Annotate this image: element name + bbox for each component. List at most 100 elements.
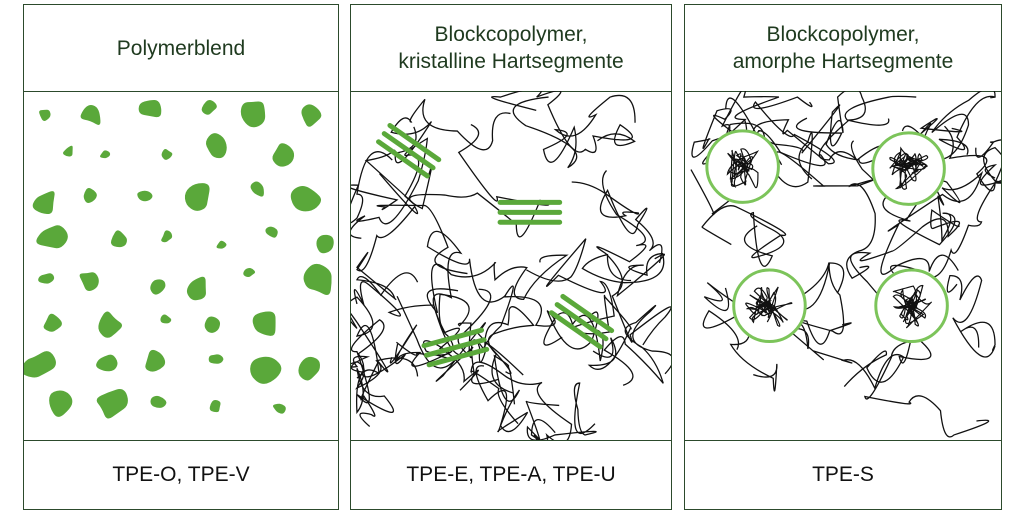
crystalline-hard-segment (548, 293, 615, 350)
green-domain (79, 272, 99, 291)
polymer-chain (581, 252, 665, 298)
polymer-chain (864, 328, 990, 438)
amorphous-hard-domain (874, 268, 949, 344)
green-domain (38, 273, 55, 284)
green-domain (100, 150, 111, 159)
green-domain (301, 104, 322, 127)
green-domain (150, 395, 167, 408)
green-domain (96, 354, 118, 372)
panel-blockcopolymer-amorphous: Blockcopolymer, amorphe Hartsegmente TPE… (684, 4, 1002, 510)
panel-footer-label: TPE-E, TPE-A, TPE-U (406, 463, 616, 486)
polymer-chain (526, 238, 615, 346)
green-domain (298, 356, 320, 381)
amorphous-hard-domain (705, 129, 780, 204)
green-domain (201, 100, 217, 115)
amorphous-hard-domain (871, 131, 946, 206)
crystalline-hard-segment (376, 122, 442, 179)
polymer-chain (975, 139, 1001, 186)
panel-footer-label: TPE-O, TPE-V (112, 463, 250, 486)
green-domain (272, 143, 295, 167)
polymer-chain (491, 91, 636, 153)
polymer-chain (351, 343, 419, 390)
polymer-chain (512, 94, 636, 169)
polymer-chain (701, 205, 787, 267)
crystalline-hard-segment (497, 199, 563, 225)
polymer-chain (396, 288, 492, 359)
green-domain (49, 390, 73, 417)
green-domain (250, 181, 264, 197)
green-domain (250, 356, 282, 384)
panel-header: Polymerblend (24, 5, 338, 92)
green-domain (63, 145, 73, 157)
green-domain (303, 263, 332, 296)
green-domain (272, 403, 286, 414)
green-domain (138, 99, 162, 118)
green-domain (39, 109, 51, 121)
green-domain (161, 149, 173, 160)
polymer-chain (596, 170, 671, 346)
green-domain (150, 279, 166, 295)
green-domain (98, 311, 123, 338)
polymer-chain (758, 321, 905, 391)
green-domain (186, 276, 206, 301)
polymer-chain (426, 230, 507, 391)
crystalline-network-illustration (351, 91, 671, 441)
panel-footer-label: TPE-S (812, 463, 874, 486)
green-domain (137, 190, 153, 202)
amorphous-hard-domain (732, 268, 807, 344)
green-domain (145, 349, 166, 372)
polymer-chain (603, 304, 671, 386)
polymer-chain (880, 170, 984, 275)
green-domain (160, 314, 172, 324)
crystalline-network-svg (351, 91, 671, 441)
panel-footer: TPE-S (685, 440, 1001, 509)
polymer-chain (409, 123, 550, 238)
panel-footer: TPE-E, TPE-A, TPE-U (351, 440, 671, 509)
green-domain (290, 185, 322, 212)
green-domain (83, 188, 97, 203)
green-domain (265, 226, 278, 238)
polymer-chain (351, 318, 394, 415)
green-domain (184, 183, 210, 211)
green-domain (252, 311, 276, 336)
green-domain (110, 230, 127, 248)
polymer-chain (353, 281, 512, 382)
polymer-chain (351, 137, 429, 239)
polymer-blend-svg (24, 99, 334, 419)
polymer-chain (784, 262, 852, 345)
polymer-chain (946, 274, 996, 358)
crystalline-hard-segment (421, 327, 490, 368)
polymer-chain (426, 254, 569, 314)
green-domain (205, 133, 227, 159)
green-domain (96, 389, 128, 419)
panel-header: Blockcopolymer, amorphe Hartsegmente (685, 5, 1001, 92)
panel-polymerblend: Polymerblend TPE-O, TPE-V (23, 4, 339, 510)
green-domain (216, 240, 227, 249)
polymer-chain (702, 91, 826, 171)
polymer-blend-illustration (24, 91, 338, 441)
green-domain (32, 191, 55, 215)
polymer-chain (351, 296, 389, 427)
polymer-chain (571, 181, 663, 264)
green-domain (43, 313, 62, 332)
panel-title: Blockcopolymer, amorphe Hartsegmente (732, 23, 954, 73)
polymer-chain (850, 209, 961, 320)
polymer-chain (525, 382, 597, 441)
green-domain (80, 104, 101, 125)
green-domain (36, 225, 68, 249)
panel-title: Blockcopolymer, kristalline Hartsegmente (398, 23, 624, 73)
green-domain (209, 399, 221, 413)
panel-title: Polymerblend (116, 36, 246, 60)
polymer-chain (355, 173, 419, 301)
green-domain (316, 234, 334, 254)
polymer-chain (475, 354, 529, 433)
polymer-chain (390, 98, 511, 164)
green-domain (243, 267, 256, 278)
panel-blockcopolymer-crystalline: Blockcopolymer, kristalline Hartsegmente… (350, 4, 672, 510)
green-domain (240, 101, 266, 128)
panel-header: Blockcopolymer, kristalline Hartsegmente (351, 5, 671, 92)
amorphous-network-illustration (685, 91, 1001, 441)
panel-footer: TPE-O, TPE-V (24, 440, 338, 509)
green-domain (204, 316, 221, 333)
polymer-chain (931, 91, 996, 161)
